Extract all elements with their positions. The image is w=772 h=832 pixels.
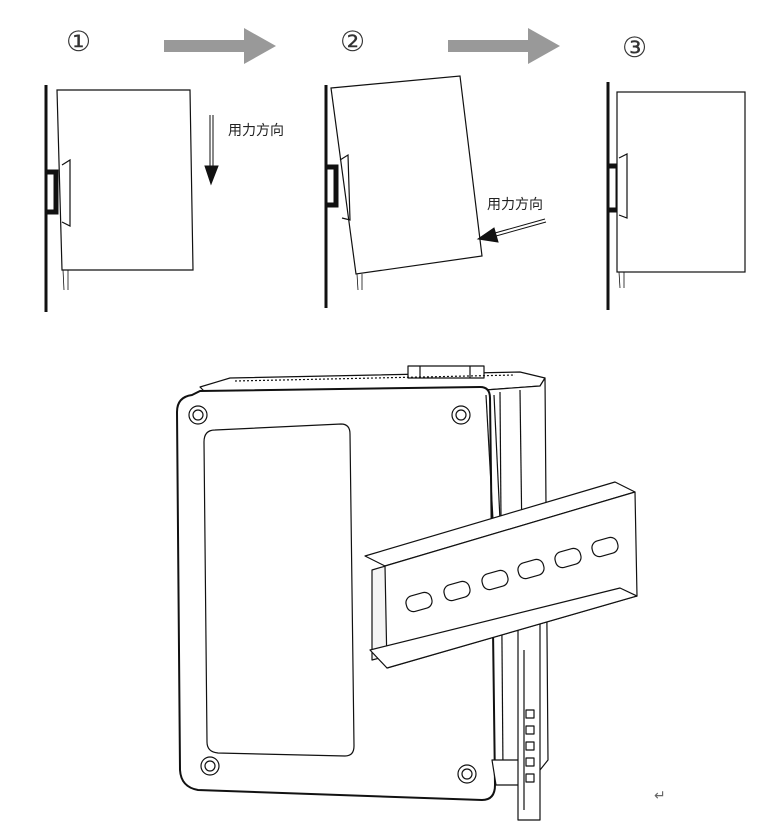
- step-arrow-1: [164, 28, 276, 64]
- force-arrow-diagonal: [476, 218, 547, 243]
- step-3-drawing: [606, 82, 746, 310]
- step-2-drawing: [324, 75, 483, 308]
- step-1-label: ①: [66, 25, 92, 58]
- force-arrow-down: [204, 115, 219, 186]
- force-direction-label-step-2: 用力方向: [487, 197, 543, 213]
- step-1-drawing: [44, 85, 194, 312]
- step-arrow-2: [448, 28, 560, 64]
- paragraph-mark: ↵: [654, 788, 666, 804]
- force-direction-label-step-1: 用力方向: [228, 123, 284, 139]
- step-3-label: ③: [622, 31, 648, 64]
- step-2-label: ②: [340, 25, 366, 58]
- din-rail: [364, 481, 638, 669]
